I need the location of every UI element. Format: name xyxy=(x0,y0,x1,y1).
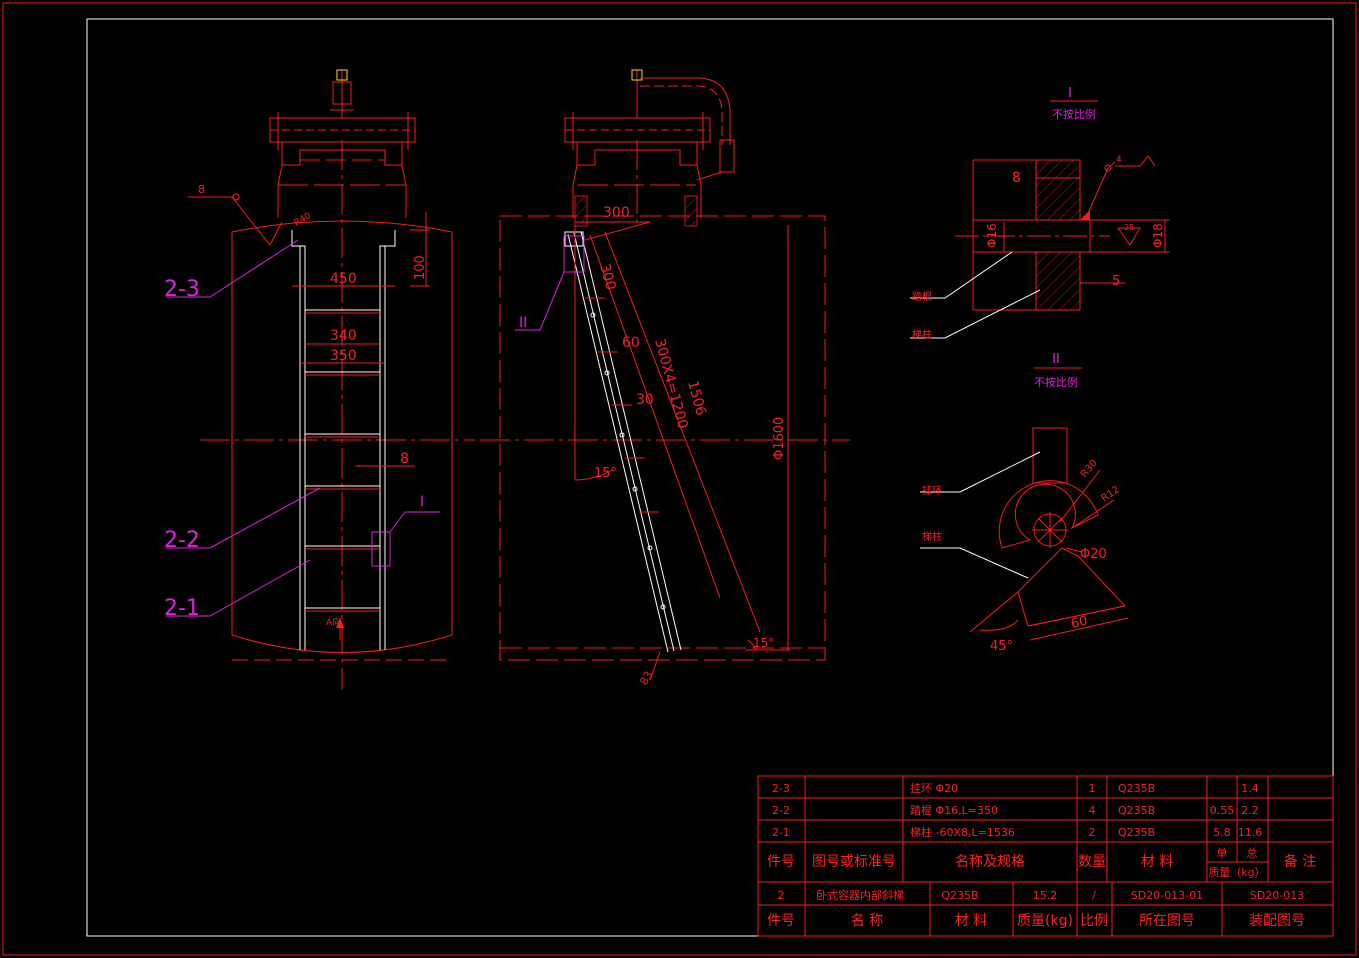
dim-1506: 1506 xyxy=(684,379,709,418)
bom-row-3-qty: 2 xyxy=(1089,826,1096,839)
bom-row-1-total: 1.4 xyxy=(1241,782,1259,795)
bom-table xyxy=(757,775,1334,937)
title-value-mat: Q235B xyxy=(941,889,978,902)
inner-border xyxy=(86,18,1334,937)
title-value-assembly: SD20-013 xyxy=(1250,889,1304,902)
part-label-2-2: 2-2 xyxy=(164,528,200,553)
title-header-assembly: 装配图号 xyxy=(1249,913,1305,929)
dim-100: 100 xyxy=(413,255,428,280)
bom-row-1-no: 2-3 xyxy=(772,782,790,795)
title-value-name: 卧式容器内部斜梯 xyxy=(816,888,904,902)
bom-row-3-mat: Q235B xyxy=(1118,826,1155,839)
detail-II-r12: R12 xyxy=(1099,484,1121,504)
ladder-rungs xyxy=(305,309,380,612)
detail-II-callout: II xyxy=(519,315,527,331)
title-header-drawing: 所在图号 xyxy=(1139,913,1195,929)
detail-I-dim-16: Φ16 xyxy=(985,223,999,248)
bom-row-3-name: 梯柱 -60X8,L=1536 xyxy=(910,825,1015,839)
bom-header-qty: 数量 xyxy=(1078,854,1106,870)
detail-II-r30: R30 xyxy=(1079,458,1100,480)
dim-1600: Φ1600 xyxy=(772,417,787,460)
detail-I-weld: 4 xyxy=(1116,155,1122,165)
detail-II-title: II xyxy=(1052,352,1060,367)
dim-340: 340 xyxy=(330,328,357,344)
bom-row-3-no: 2-1 xyxy=(772,826,790,839)
dim-300-top: 300 xyxy=(603,205,630,221)
part-label-2-1: 2-1 xyxy=(164,596,200,621)
bom-header-std: 图号或标准号 xyxy=(812,854,896,870)
dim-8: 8 xyxy=(400,451,409,467)
title-value-drawing: SD20-013-01 xyxy=(1131,889,1203,902)
detail-I-scale: 不按比例 xyxy=(1052,107,1096,121)
bom-row-2-no: 2-2 xyxy=(772,804,790,817)
angle-15-right: 15° xyxy=(753,636,774,650)
title-value-mass: 15.2 xyxy=(1033,889,1058,902)
angle-15-left: 15° xyxy=(594,466,617,481)
bom-header-weight: 质量（kg） xyxy=(1208,866,1265,879)
bom-row-2-name: 踏棍 Φ16,L=350 xyxy=(910,803,998,817)
title-value-no: 2 xyxy=(778,889,785,902)
detail-I-dim-5: 5 xyxy=(1112,274,1120,289)
detail-II-rail-label: 梯柱 xyxy=(922,530,942,543)
weld-size: 8 xyxy=(198,183,205,196)
bom-header-name: 名称及规格 xyxy=(955,854,1025,870)
title-header-mat: 材 料 xyxy=(955,913,987,929)
detail-I-rail-label: 梯柱 xyxy=(912,328,932,341)
bom-row-3-total: 11.6 xyxy=(1238,826,1263,839)
title-header-mass: 质量(kg) xyxy=(1017,913,1073,929)
bom-row-2-mat: Q235B xyxy=(1118,804,1155,817)
bom-row-2-qty: 4 xyxy=(1089,804,1096,817)
detail-II-d20: Φ20 xyxy=(1080,547,1107,562)
detail-I-dim-18: Φ18 xyxy=(1151,223,1165,248)
dim-60: 60 xyxy=(622,335,640,351)
bom-header-unit: 单 xyxy=(1217,847,1228,860)
bom-row-1-mat: Q235B xyxy=(1118,782,1155,795)
bom-header-note: 备 注 xyxy=(1284,853,1316,870)
view-direction-A: A向 xyxy=(326,616,341,628)
detail-II xyxy=(920,367,1129,641)
dim-300: 300 xyxy=(596,262,618,292)
detail-I-roughness: 25 xyxy=(1124,223,1134,232)
side-view xyxy=(480,69,850,681)
bom-row-1-qty: 1 xyxy=(1089,782,1096,795)
title-value-scale: / xyxy=(1092,889,1096,902)
title-header-scale: 比例 xyxy=(1080,913,1108,929)
bom-row-2-unit: 0.55 xyxy=(1210,804,1235,817)
radius-label: R40 xyxy=(293,211,314,229)
front-view xyxy=(166,69,475,690)
detail-I-rung-label: 踏棍 xyxy=(912,290,932,303)
detail-I xyxy=(910,100,1170,339)
part-label-2-3: 2-3 xyxy=(164,277,200,302)
dim-350: 350 xyxy=(330,348,357,364)
title-header-name: 名 称 xyxy=(851,913,883,929)
detail-II-d60: 60 xyxy=(1070,614,1089,632)
detail-I-dim-8: 8 xyxy=(1012,170,1021,186)
dim-83: 83 xyxy=(637,669,655,688)
detail-I-callout: I xyxy=(420,494,424,510)
detail-II-scale: 不按比例 xyxy=(1034,375,1078,389)
dim-30: 30 xyxy=(636,392,654,408)
dim-450: 450 xyxy=(330,271,357,287)
bom-row-3-unit: 5.8 xyxy=(1213,826,1231,839)
bom-row-1-name: 挂环 Φ20 xyxy=(910,781,958,795)
bom-header-mat: 材 料 xyxy=(1141,854,1173,870)
title-header-no: 件号 xyxy=(767,913,795,929)
bom-row-2-total: 2.2 xyxy=(1241,804,1259,817)
detail-II-ring-label: 挂环 xyxy=(922,484,942,497)
detail-I-title: I xyxy=(1068,86,1072,101)
bom-header-no: 件号 xyxy=(767,854,795,870)
bom-header-total: 总 xyxy=(1247,846,1258,860)
detail-II-a45: 45° xyxy=(990,639,1013,654)
